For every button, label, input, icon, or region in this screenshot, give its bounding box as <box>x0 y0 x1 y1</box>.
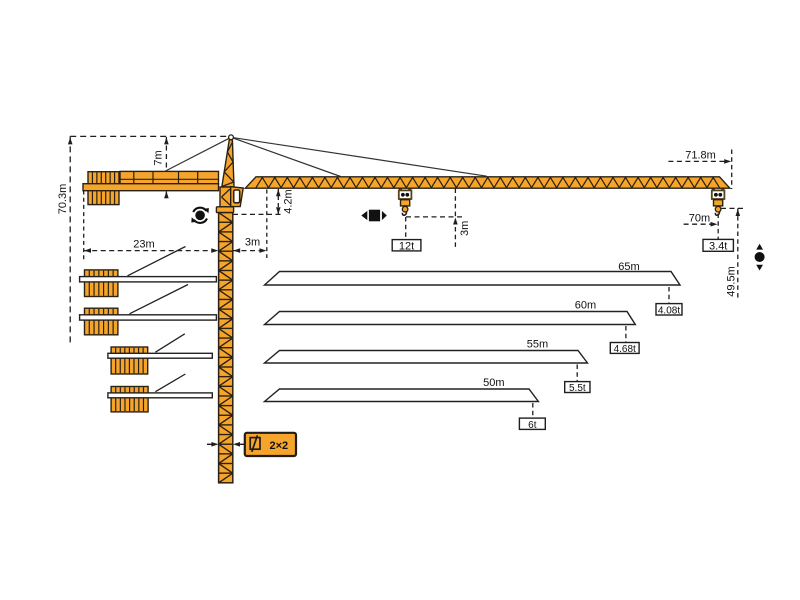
svg-text:12t: 12t <box>399 241 414 253</box>
svg-text:4.2m: 4.2m <box>283 189 295 213</box>
svg-text:3m: 3m <box>245 236 260 248</box>
svg-text:65m: 65m <box>618 261 639 273</box>
svg-text:7m: 7m <box>152 150 164 165</box>
svg-text:3m: 3m <box>459 221 471 236</box>
svg-text:60m: 60m <box>575 299 596 311</box>
svg-text:55m: 55m <box>527 338 548 350</box>
svg-text:5.5t: 5.5t <box>569 383 586 394</box>
svg-text:23m: 23m <box>133 238 154 250</box>
svg-text:3.4t: 3.4t <box>709 241 727 253</box>
svg-text:2×2: 2×2 <box>269 440 288 452</box>
svg-text:71.8m: 71.8m <box>685 150 716 162</box>
svg-text:6t: 6t <box>528 420 537 431</box>
svg-text:4.68t: 4.68t <box>614 344 636 355</box>
svg-text:4.08t: 4.08t <box>658 305 680 316</box>
svg-text:70m: 70m <box>689 213 710 225</box>
svg-text:50m: 50m <box>483 377 504 389</box>
svg-text:49.5m: 49.5m <box>726 266 738 297</box>
svg-text:70.3m: 70.3m <box>57 184 69 215</box>
